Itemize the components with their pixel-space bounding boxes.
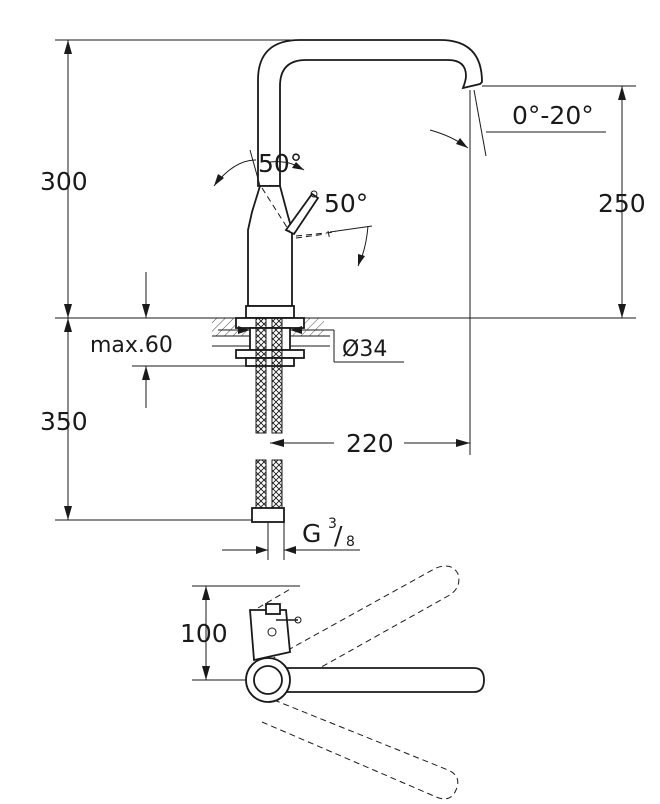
side-view: 300 350 max.60 Ø34: [40, 39, 646, 560]
dim-300: [55, 39, 300, 318]
dim-top-offset: 100: [180, 619, 228, 648]
fixing-assembly: [235, 317, 305, 367]
dim-spout-height: 250: [598, 189, 646, 218]
dim-below-deck: 350: [40, 407, 88, 436]
lever-angle-side-label: 50°: [258, 149, 302, 178]
dim-diameter: [218, 326, 404, 363]
dim-reach: 220: [346, 429, 394, 458]
connection-thread-slash: /: [334, 521, 343, 550]
dim-lever-side: [213, 149, 305, 187]
faucet-base: [245, 305, 295, 319]
dim-connection: [222, 522, 360, 560]
dim-220: [270, 90, 471, 455]
dim-100: [192, 585, 300, 681]
supply-hoses: [251, 317, 285, 523]
dim-swivel-angle: [429, 89, 606, 157]
spout-swivel-up: [269, 565, 460, 689]
dim-lever-front: [329, 225, 373, 267]
faucet-body: [247, 185, 293, 307]
dim-hole-diameter: Ø34: [342, 337, 387, 362]
lever-angle-front-label: 50°: [324, 189, 368, 218]
swivel-angle-label: 0°-20°: [512, 101, 594, 130]
faucet-spout: [257, 39, 483, 187]
faucet-lever: [284, 192, 320, 236]
spout-top: [261, 667, 485, 693]
spout-swivel-down: [261, 699, 459, 800]
dim-250: [482, 85, 636, 318]
dim-350: [55, 318, 252, 521]
connection-thread-numerator: 3: [328, 516, 337, 532]
top-view: 100: [180, 565, 485, 800]
dim-total-height: 300: [40, 167, 88, 196]
connection-thread-denominator: 8: [346, 534, 355, 550]
dim-max60: [132, 272, 246, 408]
dim-max-deck: max.60: [90, 333, 173, 358]
connection-thread-label: G: [302, 519, 321, 548]
